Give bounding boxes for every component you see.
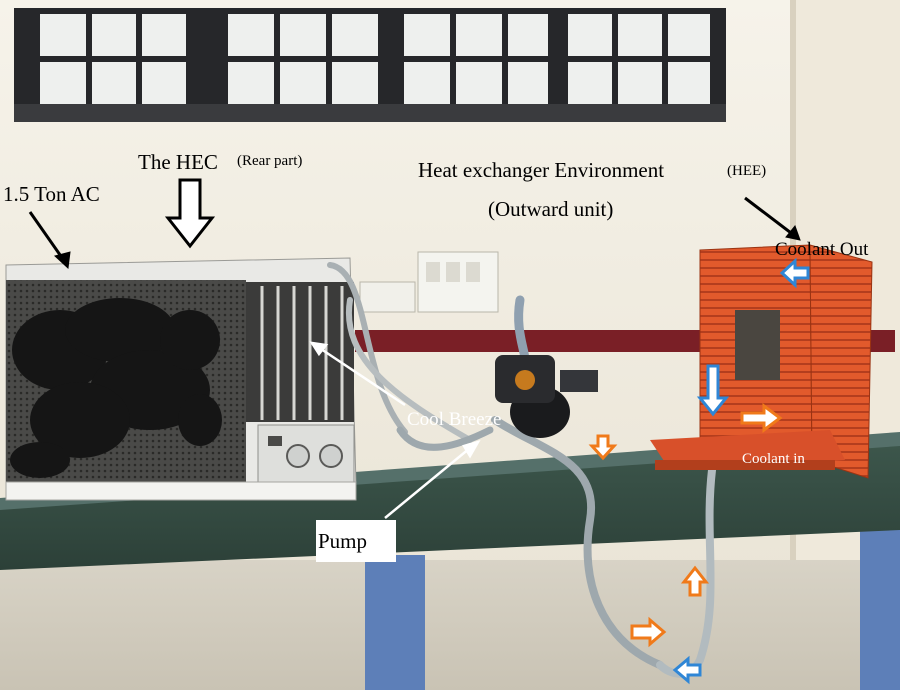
annotation-arrows bbox=[28, 196, 801, 270]
pump-label-box bbox=[316, 520, 396, 562]
ac-unit bbox=[5, 257, 357, 501]
coolant-flow-arrows-blue bbox=[672, 257, 810, 685]
white-pointer-arrows bbox=[309, 341, 481, 519]
hee-sublabel: (Outward unit) bbox=[488, 197, 614, 221]
table-top bbox=[0, 440, 900, 570]
window-frame bbox=[14, 8, 726, 122]
ac-label: 1.5 Ton AC bbox=[3, 182, 100, 206]
coolant-out-label: Coolant Out bbox=[775, 239, 869, 260]
table-leg bbox=[860, 520, 900, 690]
table-leg bbox=[365, 555, 425, 690]
cool-breeze-label: Cool Breeze bbox=[407, 409, 502, 430]
hee-label: Heat exchanger Environment bbox=[418, 158, 665, 182]
hec-label: The HEC bbox=[138, 150, 218, 174]
pump-label: Pump bbox=[318, 529, 368, 553]
switchboard bbox=[359, 251, 499, 313]
hec-down-arrow bbox=[164, 178, 216, 249]
pump bbox=[495, 355, 598, 438]
hee-abbr-label: (HEE) bbox=[727, 163, 767, 179]
hec-sublabel: (Rear part) bbox=[237, 153, 303, 169]
coolant-in-label: Coolant in bbox=[742, 451, 805, 467]
floor bbox=[0, 560, 900, 690]
coolant-flow-arrows-orange bbox=[588, 403, 783, 648]
hee-radiator bbox=[650, 244, 873, 479]
